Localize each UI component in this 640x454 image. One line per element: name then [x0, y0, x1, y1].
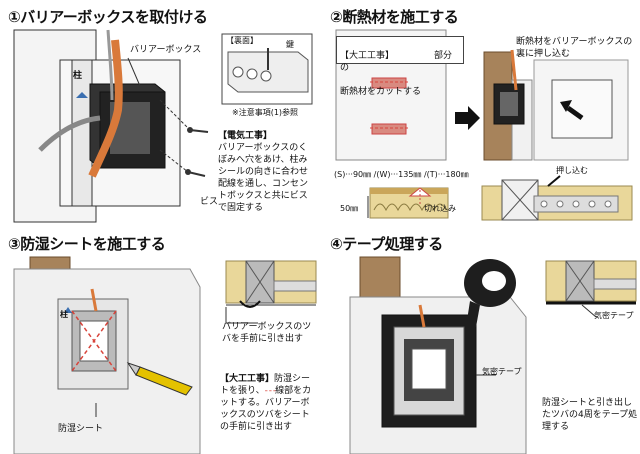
- carpentry-body: 断熱材をカットする: [340, 87, 422, 97]
- push-label: 押し込む: [556, 166, 588, 175]
- electric-title: 【電気工事】: [218, 131, 273, 141]
- pillar-label: 柱: [60, 310, 68, 319]
- step2-title: ②断熱材を施工する: [330, 8, 459, 26]
- depth-label: 50㎜: [340, 204, 359, 213]
- carpentry-part: 部分の: [340, 51, 453, 73]
- step1-illustration: [13, 29, 313, 223]
- airtight-tape-top-label: 気密テープ: [594, 311, 634, 320]
- barrier-box-label: バリアーボックス: [130, 45, 202, 55]
- step3-illustration: [13, 256, 317, 454]
- pull-flange-label: バリアーボックスのツバを手前に引き出す: [222, 322, 312, 344]
- screw-label: ビス: [200, 197, 219, 207]
- cable-orange: [88, 39, 123, 178]
- tape-process-label: 防湿シートと引き出したツバの4周をテープ処理する: [542, 398, 638, 432]
- pillar-label: 柱: [73, 71, 83, 81]
- push-into-label: 断熱材をバリアーボックスの裏に押し込む: [516, 37, 633, 59]
- step3-panel: ③防湿シートを施工する 柱 バリアーボックスのツバを手前に引き出す 【大工工事】…: [0, 227, 320, 454]
- cutter-knife-icon: [126, 362, 193, 396]
- step4-title: ④テープ処理する: [330, 235, 443, 253]
- back-side-label: 【裏面】: [226, 36, 258, 45]
- arrow-right-icon: [455, 106, 480, 130]
- cable-gray: [38, 115, 101, 152]
- screw-icon-1: [187, 127, 209, 133]
- electric-body: バリアーボックスのくぼみへ穴をあけ、柱みシールの向きに合わせ配線を通し、コンセン…: [218, 143, 309, 213]
- step3-title: ③防湿シートを施工する: [8, 235, 166, 253]
- carpentry-body2: 線部をカットする。バリアーボックスのツバをシートの手前に引き出す: [220, 386, 312, 432]
- carpentry-title: 【大工工事】: [340, 51, 395, 61]
- carpentry-box: 【大工工事】部分の 断熱材をカットする: [336, 36, 464, 97]
- step2-illustration: [335, 29, 633, 221]
- step4-illustration: [349, 256, 637, 454]
- note-label: ※注意事項(1)参照: [232, 108, 299, 117]
- step2-panel: ②断熱材を施工する: [320, 0, 640, 227]
- tape-roll-icon: [464, 259, 516, 327]
- step1-title: ①バリアーボックスを取付ける: [8, 8, 208, 26]
- carpentry-block: 【大工工事】防湿シートを張り、- - -線部をカットする。バリアーボックスのツバ…: [220, 374, 312, 432]
- push-arrow-icon: [566, 105, 584, 121]
- screw-icon-2: [185, 169, 206, 177]
- step4-panel: ④テープ処理する 気密テープ 気密テープ 防湿シートと引き出したツバの4周をテー…: [320, 227, 640, 454]
- carpentry-title: 【大工工事】: [220, 374, 275, 384]
- dims-label: (S)···90㎜ /(W)···135㎜ /(T)···180㎜: [334, 170, 469, 179]
- cut-label: 切れ込み: [424, 204, 456, 213]
- carpentry-body1: 防湿シートを張り、: [220, 374, 311, 396]
- step1-panel: ①バリアーボックスを取付ける バリアーボックス 柱 【裏面】: [0, 0, 320, 227]
- airtight-tape-label: 気密テープ: [482, 367, 522, 376]
- sheet-label: 防湿シート: [58, 424, 104, 434]
- nail-label: 鍵: [286, 40, 294, 49]
